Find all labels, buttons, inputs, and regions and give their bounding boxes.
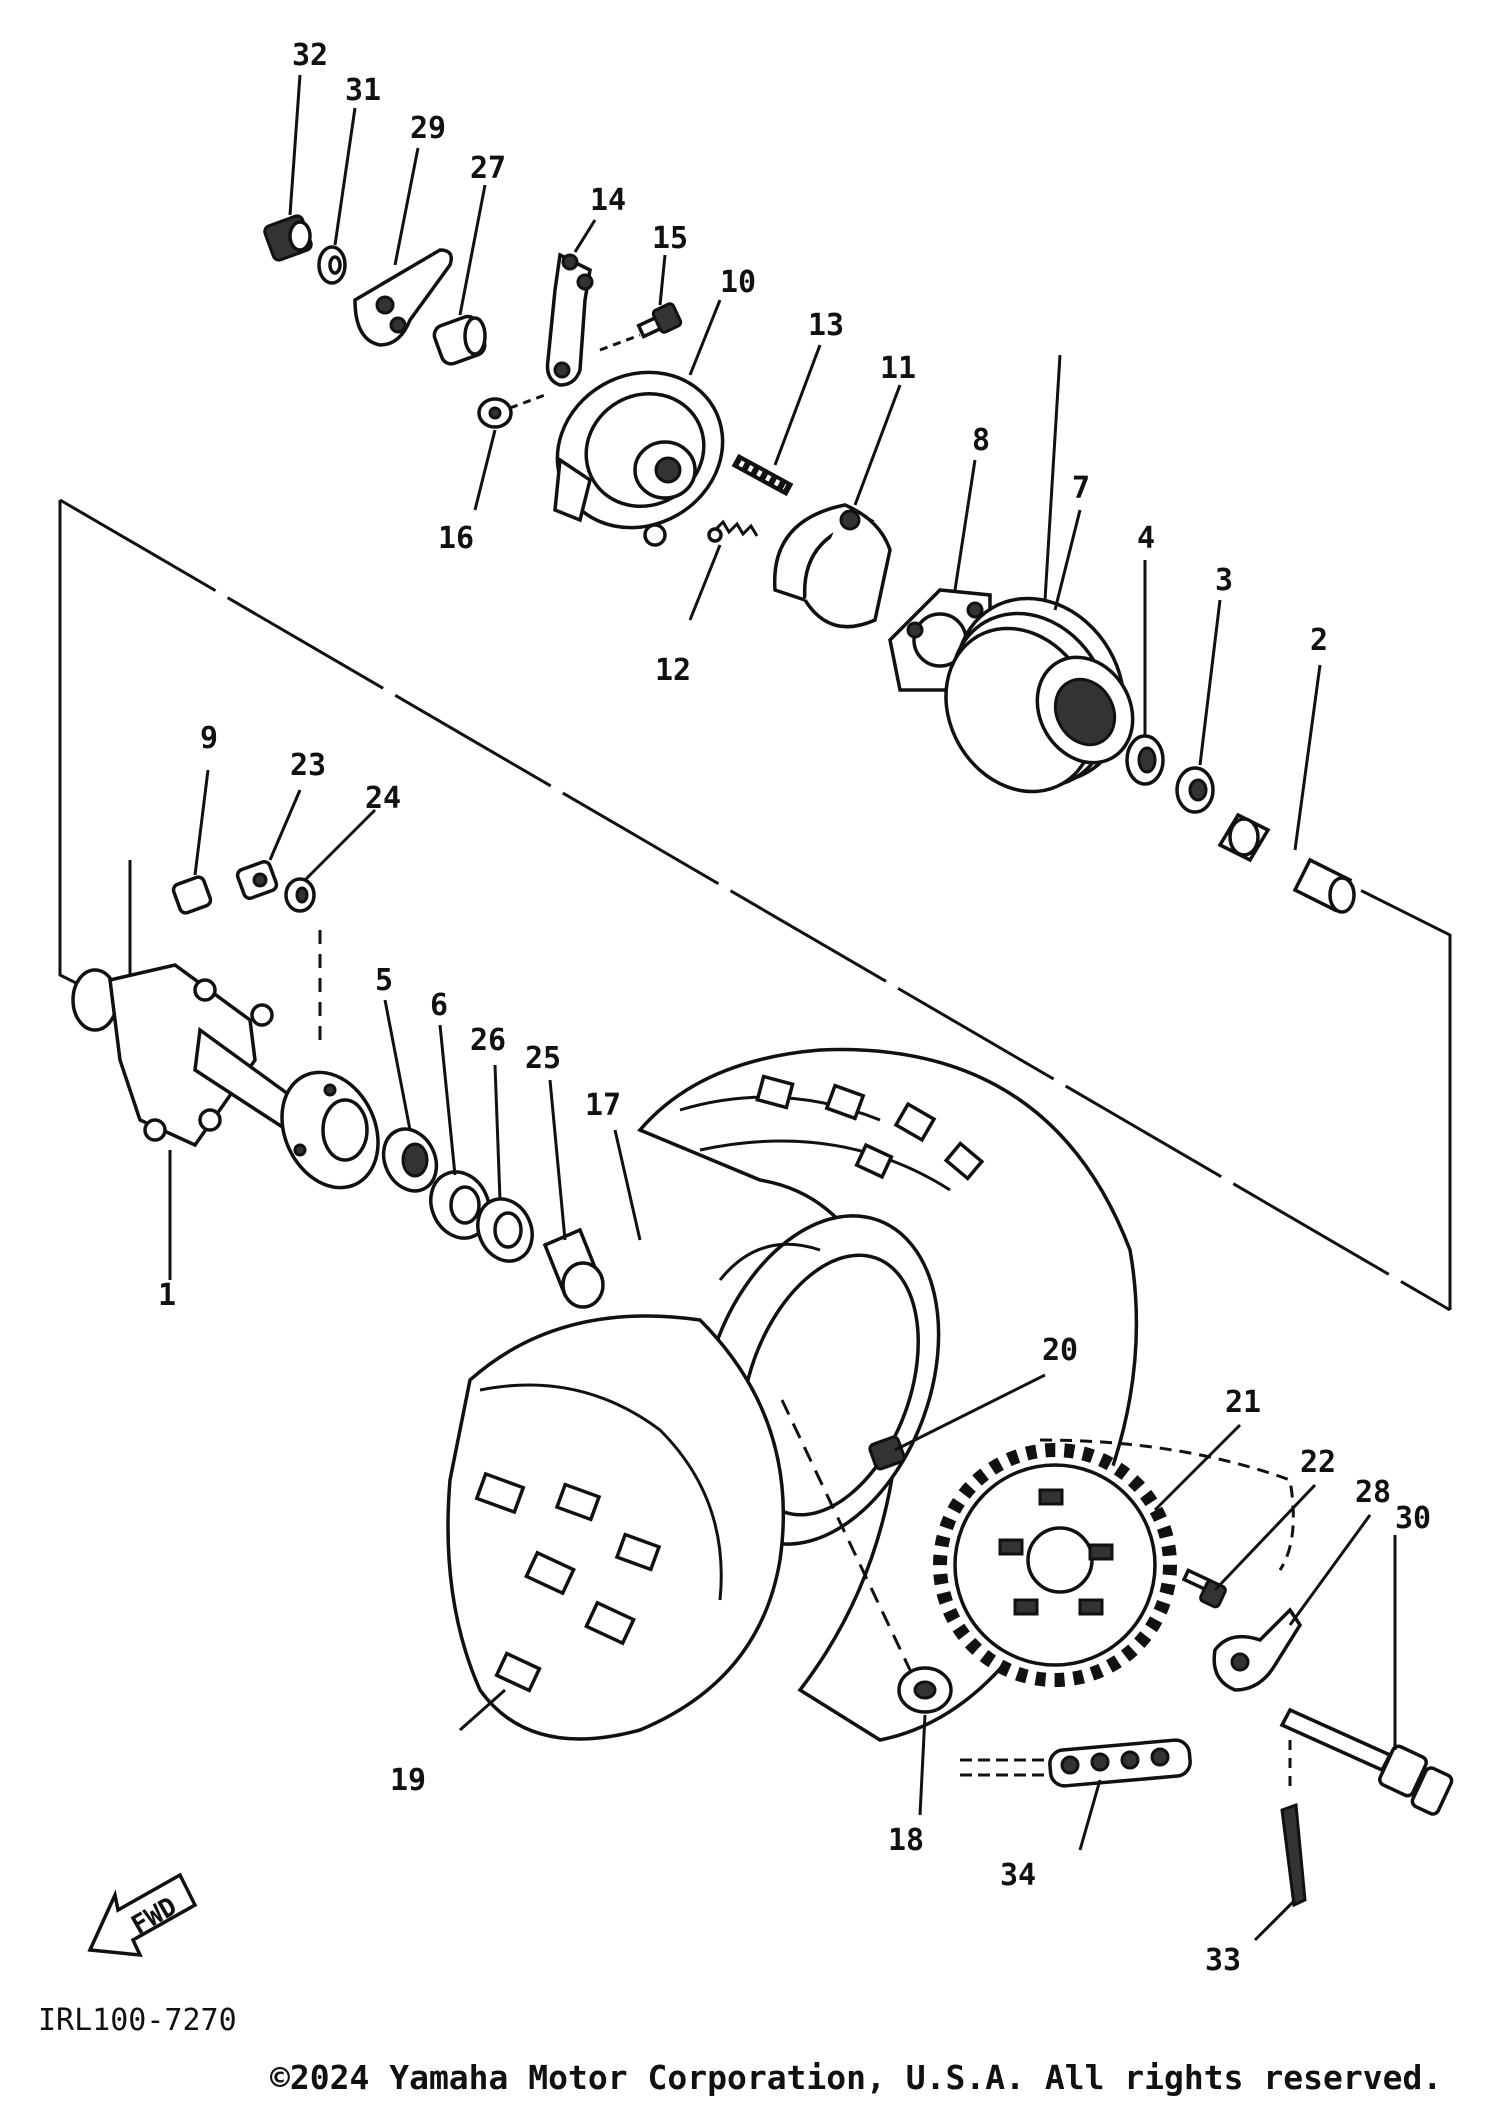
nut-part-32 bbox=[263, 214, 313, 262]
lever-part-29 bbox=[353, 248, 453, 347]
callout-21: 21 bbox=[1225, 1385, 1261, 1420]
callout-27: 27 bbox=[470, 151, 506, 186]
tire-half-part-19 bbox=[446, 1314, 786, 1741]
seal-part-6 bbox=[429, 1170, 491, 1240]
assembly-guide-lines bbox=[58, 498, 1452, 1312]
collar-part-25 bbox=[542, 1227, 605, 1309]
callout-33: 33 bbox=[1205, 1943, 1241, 1978]
brake-panel-part-10 bbox=[553, 370, 725, 547]
bearing-part-4 bbox=[1125, 734, 1165, 786]
bolt-part-30 bbox=[1279, 1707, 1454, 1816]
axle-hub-assembly bbox=[71, 860, 605, 1309]
spring-part-12 bbox=[707, 519, 759, 543]
callout-11: 11 bbox=[880, 351, 916, 386]
spacer-part-2 bbox=[1217, 812, 1356, 914]
cam-shaft-part-13 bbox=[731, 453, 794, 497]
callout-1: 1 bbox=[158, 1278, 176, 1313]
callout-18: 18 bbox=[888, 1823, 924, 1858]
brake-shoe-part-11 bbox=[772, 503, 892, 629]
callout-26: 26 bbox=[470, 1023, 506, 1058]
seal-part-3 bbox=[1175, 766, 1215, 814]
callout-31: 31 bbox=[345, 73, 381, 108]
brake-drum-part-7 bbox=[944, 596, 1135, 794]
callout-22: 22 bbox=[1300, 1445, 1336, 1480]
sprocket-part-21 bbox=[933, 1443, 1177, 1687]
callout-5: 5 bbox=[375, 963, 393, 998]
bearing-part-5 bbox=[381, 1127, 439, 1193]
callout-25: 25 bbox=[525, 1041, 561, 1076]
forward-arrow-icon: FWD bbox=[87, 1872, 198, 1958]
seal-part-26 bbox=[476, 1197, 534, 1263]
diagram-code: IRL100-7270 bbox=[38, 2003, 237, 2038]
bolt-part-15 bbox=[636, 302, 683, 339]
chain-part-34 bbox=[960, 1738, 1192, 1788]
callout-15: 15 bbox=[652, 221, 688, 256]
callout-7: 7 bbox=[1072, 471, 1090, 506]
callout-34: 34 bbox=[1000, 1858, 1036, 1893]
leader-lines bbox=[168, 74, 1397, 1942]
nut-part-9 bbox=[171, 875, 213, 915]
callout-13: 13 bbox=[808, 308, 844, 343]
callout-19: 19 bbox=[390, 1763, 426, 1798]
callout-12: 12 bbox=[655, 653, 691, 688]
washer-part-24 bbox=[284, 877, 316, 913]
nut-part-23 bbox=[235, 860, 279, 900]
callout-23: 23 bbox=[290, 748, 326, 783]
washer-part-31 bbox=[317, 245, 347, 285]
callout-28: 28 bbox=[1355, 1475, 1391, 1510]
callout-16: 16 bbox=[438, 521, 474, 556]
callout-3: 3 bbox=[1215, 563, 1233, 598]
axle-hub-part-1 bbox=[71, 963, 380, 1190]
callout-labels: 32 31 29 27 14 15 10 13 11 8 7 4 3 2 16 … bbox=[158, 38, 1431, 1978]
callout-2: 2 bbox=[1310, 623, 1328, 658]
callout-24: 24 bbox=[365, 781, 401, 816]
drive-assembly bbox=[933, 1438, 1454, 1908]
callout-9: 9 bbox=[200, 721, 218, 756]
callout-30: 30 bbox=[1395, 1501, 1431, 1536]
cotter-pin-part-33 bbox=[1280, 1740, 1307, 1908]
callout-20: 20 bbox=[1042, 1333, 1078, 1368]
cam-lever-part-14 bbox=[545, 252, 594, 387]
nut-part-16 bbox=[477, 397, 513, 429]
bolt-part-22 bbox=[1181, 1568, 1227, 1609]
callout-32: 32 bbox=[292, 38, 328, 73]
callout-29: 29 bbox=[410, 111, 446, 146]
callout-6: 6 bbox=[430, 988, 448, 1023]
callout-17: 17 bbox=[585, 1088, 621, 1123]
nut-part-18 bbox=[897, 1666, 953, 1714]
collar-part-27 bbox=[432, 314, 487, 366]
callout-4: 4 bbox=[1137, 521, 1155, 556]
brake-assembly bbox=[263, 214, 1356, 914]
callout-10: 10 bbox=[720, 265, 756, 300]
copyright-notice: ©2024 Yamaha Motor Corporation, U.S.A. A… bbox=[270, 2058, 1443, 2097]
callout-14: 14 bbox=[590, 183, 626, 218]
callout-8: 8 bbox=[972, 423, 990, 458]
adjuster-part-28 bbox=[1212, 1607, 1303, 1692]
